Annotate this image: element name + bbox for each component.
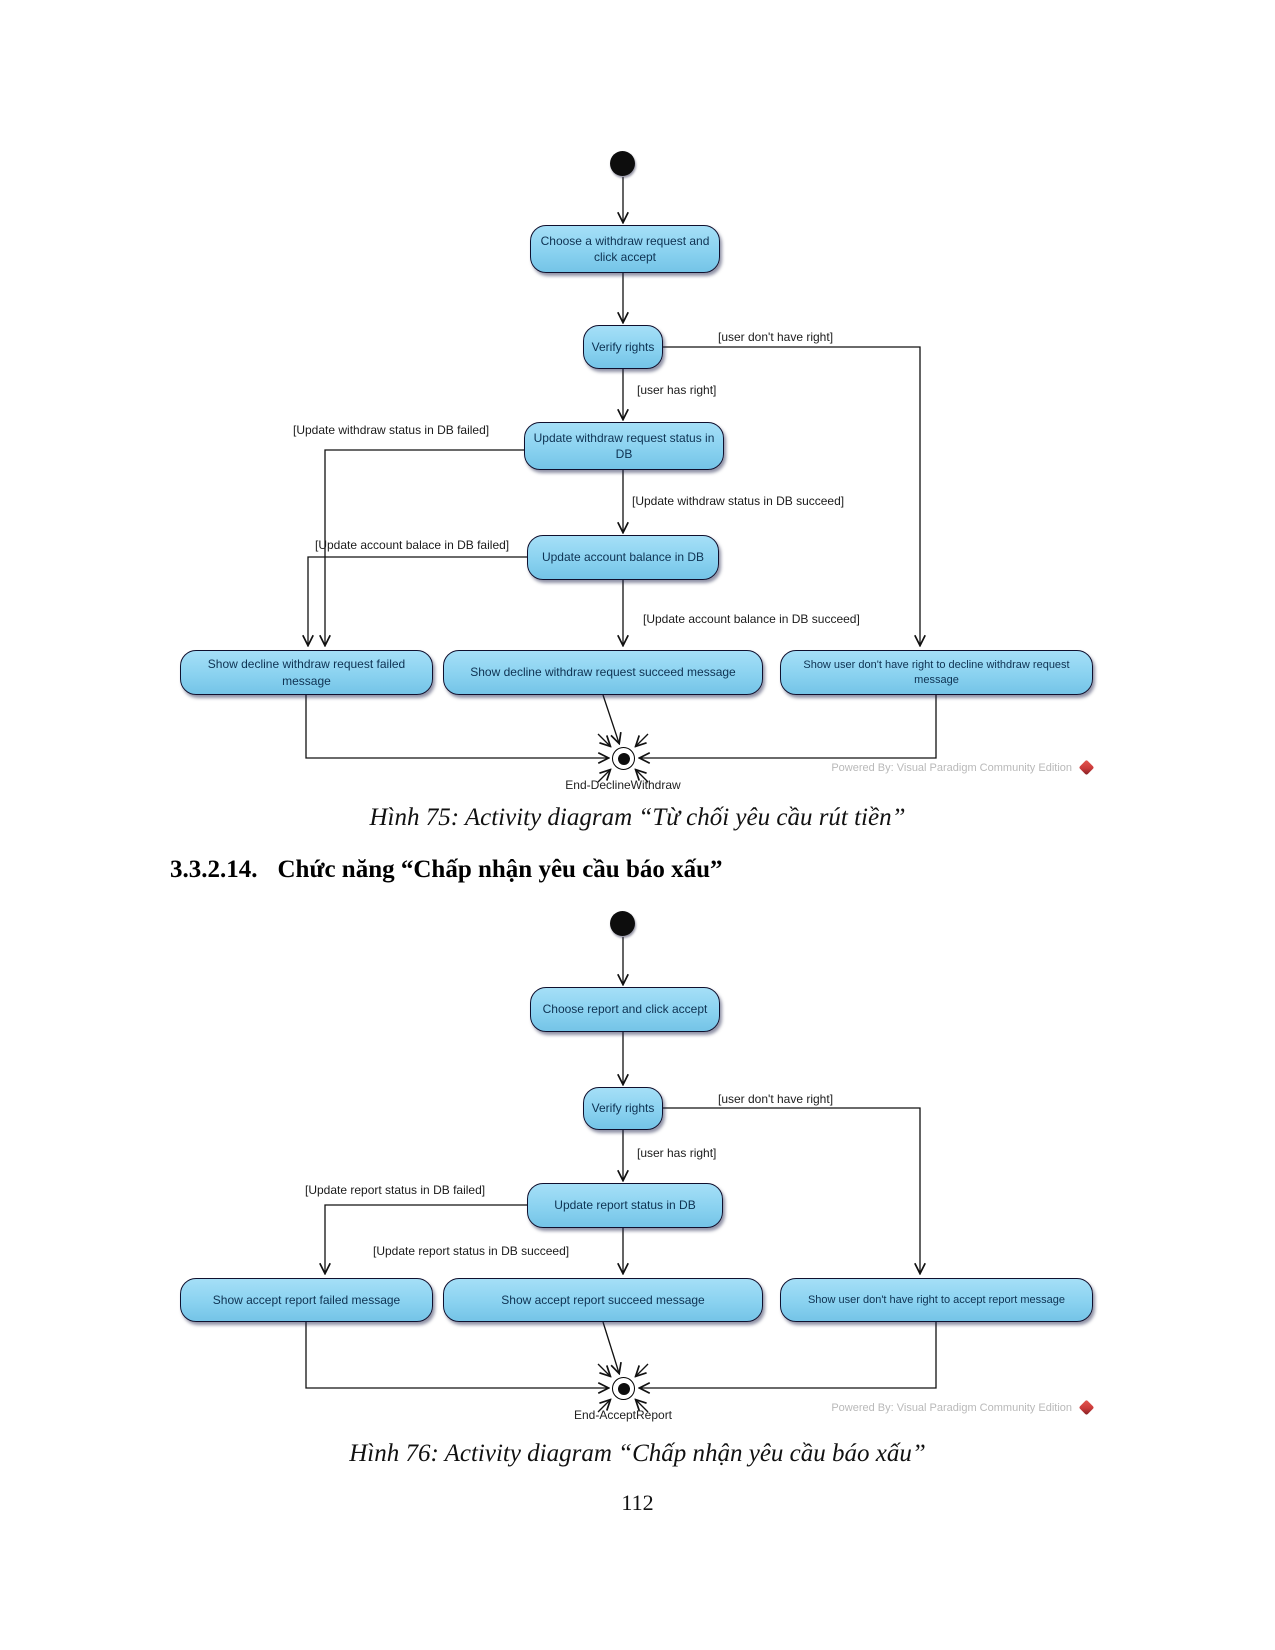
action-label: Show accept report failed message: [212, 1292, 401, 1307]
end-node-dot: [617, 752, 630, 765]
section-heading: 3.3.2.14. Chức năng “Chấp nhận yêu cầu bá…: [170, 856, 723, 884]
action-label: Verify rights: [591, 1101, 655, 1116]
action-label: Choose a withdraw request and click acce…: [540, 233, 710, 264]
action-show-decline-succeed: Show decline withdraw request succeed me…: [443, 650, 763, 695]
guard-update-status-failed: [Update withdraw status in DB failed]: [293, 423, 490, 437]
powered-by-watermark: Powered By: Visual Paradigm Community Ed…: [831, 762, 1072, 774]
guard-user-has-right: [user has right]: [637, 383, 717, 397]
end-node-label: End-AcceptReport: [573, 1408, 673, 1422]
action-label: Update account balance in DB: [541, 550, 705, 565]
action-show-no-right: Show user don't have right to decline wi…: [780, 650, 1093, 695]
action-label: Update report status in DB: [554, 1198, 696, 1213]
action-update-report-status: Update report status in DB: [527, 1183, 723, 1228]
guard-user-dont-have-right: [user don't have right]: [718, 1092, 834, 1106]
action-label: Show accept report succeed message: [501, 1292, 705, 1307]
action-label: Show decline withdraw request failed mes…: [207, 657, 406, 688]
edge-layer: [305, 937, 937, 1413]
action-choose-report: Choose report and click accept: [530, 987, 720, 1032]
action-show-accept-failed: Show accept report failed message: [180, 1278, 433, 1322]
edges: [305, 937, 937, 1413]
edges: [306, 177, 937, 783]
action-update-withdraw-status: Update withdraw request status in DB: [524, 422, 724, 470]
action-label: Show user don't have right to decline wi…: [803, 658, 1070, 686]
guard-user-dont-have-right: [user don't have right]: [718, 330, 834, 344]
guard-update-report-failed: [Update report status in DB failed]: [305, 1183, 486, 1197]
end-node: [612, 1377, 635, 1400]
action-verify-rights: Verify rights: [583, 325, 663, 369]
activity-diagram-decline-withdraw: Choose a withdraw request and click acce…: [160, 140, 1110, 792]
end-node-label: End-DeclineWithdraw: [565, 778, 681, 792]
action-label: Choose report and click accept: [542, 1002, 708, 1017]
action-show-decline-failed: Show decline withdraw request failed mes…: [180, 650, 433, 695]
action-show-no-right: Show user don't have right to accept rep…: [780, 1278, 1093, 1322]
end-node-dot: [617, 1382, 630, 1395]
action-label: Update withdraw request status in DB: [533, 430, 715, 461]
action-update-account-balance: Update account balance in DB: [527, 535, 719, 580]
section-title: Chức năng “Chấp nhận yêu cầu báo xấu”: [277, 856, 723, 883]
start-node: [610, 151, 635, 176]
action-label: Verify rights: [591, 339, 655, 354]
end-node: [612, 747, 635, 770]
guard-update-report-succeed: [Update report status in DB succeed]: [373, 1244, 570, 1258]
guard-update-status-succeed: [Update withdraw status in DB succeed]: [632, 494, 845, 508]
guard-user-has-right: [user has right]: [637, 1146, 717, 1160]
page-number: 112: [621, 1490, 654, 1515]
guard-update-balance-succeed: [Update account balance in DB succeed]: [643, 612, 860, 626]
section-number: 3.3.2.14.: [170, 856, 258, 883]
start-node: [610, 911, 635, 936]
action-verify-rights: Verify rights: [583, 1087, 663, 1130]
action-show-accept-succeed: Show accept report succeed message: [443, 1278, 763, 1322]
action-label: Show decline withdraw request succeed me…: [470, 665, 736, 680]
powered-by-watermark: Powered By: Visual Paradigm Community Ed…: [831, 1402, 1072, 1414]
guard-update-balance-failed: [Update account balace in DB failed]: [315, 538, 510, 552]
edge-layer: [160, 177, 937, 783]
action-label: Show user don't have right to accept rep…: [807, 1293, 1066, 1306]
activity-diagram-accept-report: Choose report and click accept Verify ri…: [160, 870, 1110, 1430]
figure-75-caption: Hình 75: Activity diagram “Từ chối yêu c…: [369, 804, 906, 831]
action-choose-withdraw-request: Choose a withdraw request and click acce…: [530, 225, 720, 273]
figure-76-caption: Hình 76: Activity diagram “Chấp nhận yêu…: [349, 1440, 926, 1467]
